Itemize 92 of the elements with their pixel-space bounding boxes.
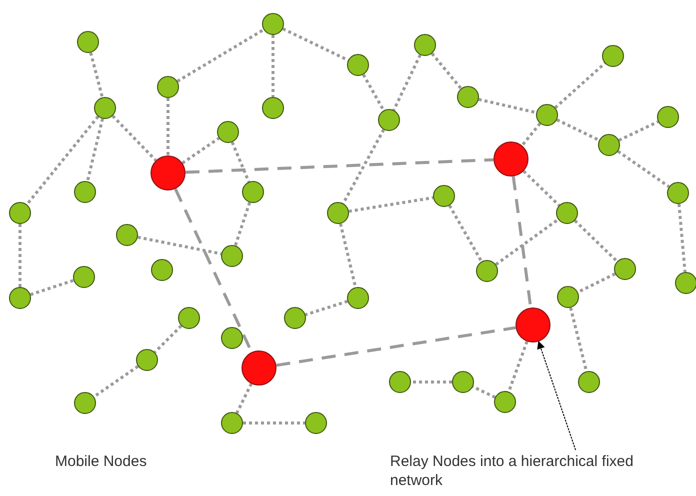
mobile-node — [217, 121, 239, 143]
connector — [348, 196, 434, 213]
caption-text: Mobile Nodes — [55, 452, 147, 471]
mobile-node — [9, 287, 31, 309]
connector — [362, 74, 385, 112]
connector — [30, 278, 74, 296]
connector — [556, 118, 600, 142]
mobile-node — [178, 307, 200, 329]
connector — [235, 383, 253, 414]
mobile-node — [305, 412, 327, 434]
connector — [411, 380, 452, 384]
mobile-node — [389, 371, 411, 393]
connector — [520, 122, 542, 146]
connector — [138, 236, 222, 256]
connector — [112, 114, 157, 162]
mobile-node — [476, 260, 498, 282]
connector — [507, 340, 528, 392]
mobile-node — [136, 349, 158, 371]
mobile-node — [284, 307, 306, 329]
mobile-node — [94, 97, 116, 119]
mobile-node — [74, 392, 96, 414]
connector — [577, 272, 616, 294]
relay-link — [185, 158, 494, 174]
connector — [678, 204, 686, 272]
mobile-node — [667, 182, 689, 204]
connector — [392, 54, 422, 111]
connector — [18, 224, 22, 287]
mobile-node — [657, 106, 679, 128]
connector — [243, 422, 305, 424]
connector — [154, 324, 182, 354]
mobile-node — [598, 134, 620, 156]
connector — [86, 118, 104, 182]
mobile-node — [262, 13, 284, 35]
relay-node — [516, 308, 550, 342]
relay-node — [150, 156, 186, 190]
mobile-node — [73, 266, 95, 288]
mobile-node — [378, 109, 400, 131]
connector — [618, 120, 659, 142]
connector — [230, 142, 250, 182]
connector — [339, 223, 357, 288]
mobile-node — [457, 86, 479, 108]
mobile-node — [557, 286, 579, 308]
connector — [554, 62, 606, 109]
connector — [522, 170, 560, 206]
connector — [282, 27, 349, 62]
mobile-node — [221, 245, 243, 267]
connector — [574, 220, 618, 262]
mobile-node — [614, 258, 636, 280]
mobile-node — [157, 76, 179, 98]
connector — [272, 35, 274, 97]
mobile-node — [452, 371, 474, 393]
mobile-node — [494, 391, 516, 413]
connector — [342, 128, 386, 204]
mobile-node — [578, 371, 600, 393]
mobile-node — [675, 272, 696, 294]
mobile-node — [9, 202, 31, 224]
mobile-node — [74, 181, 96, 203]
mobile-node — [414, 34, 436, 56]
connector — [234, 202, 252, 246]
mobile-node — [221, 327, 243, 349]
connector — [182, 136, 220, 164]
connector — [430, 52, 462, 90]
mobile-node — [347, 54, 369, 76]
relay-link — [276, 326, 516, 367]
mobile-node — [116, 224, 138, 246]
connector — [448, 204, 483, 262]
relay-node — [242, 350, 276, 386]
mobile-node — [327, 202, 349, 224]
connector — [89, 52, 104, 98]
mobile-node — [556, 202, 578, 224]
mobile-node — [77, 31, 99, 53]
connector — [617, 150, 670, 188]
relay-node — [494, 142, 528, 176]
connector — [26, 116, 100, 206]
mobile-node — [151, 259, 173, 281]
connector — [495, 218, 559, 266]
connector — [569, 307, 588, 372]
connector — [166, 98, 170, 156]
mobile-node — [262, 97, 284, 119]
leader-line — [537, 340, 576, 450]
mobile-node — [433, 185, 455, 207]
connector — [93, 365, 139, 398]
connector — [176, 28, 264, 83]
mobile-node — [347, 287, 369, 309]
mobile-node — [221, 412, 243, 434]
connector — [472, 385, 496, 399]
mobile-node — [536, 104, 558, 126]
caption-text: Relay Nodes into a hierarchical fixed network — [390, 452, 690, 490]
connector — [478, 98, 537, 114]
connector — [305, 300, 348, 316]
mobile-node — [602, 45, 624, 67]
mobile-node — [242, 181, 264, 203]
